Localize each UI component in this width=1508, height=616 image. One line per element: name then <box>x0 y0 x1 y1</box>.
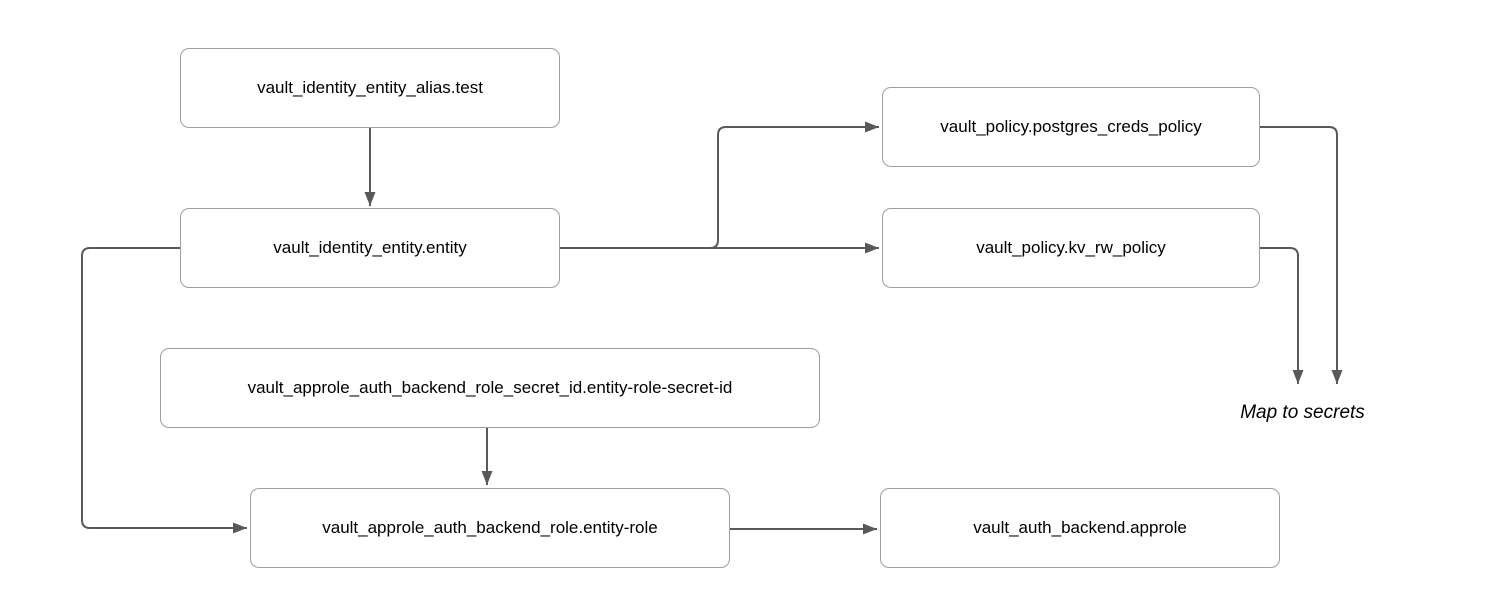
node-vault-approle-backend-role: vault_approle_auth_backend_role.entity-r… <box>250 488 730 568</box>
node-vault-policy-postgres-creds: vault_policy.postgres_creds_policy <box>882 87 1260 167</box>
map-to-secrets-annotation: Map to secrets <box>1240 402 1365 423</box>
node-vault-policy-kv-rw: vault_policy.kv_rw_policy <box>882 208 1260 288</box>
node-label: vault_policy.postgres_creds_policy <box>940 116 1202 136</box>
node-label: vault_approle_auth_backend_role.entity-r… <box>322 517 658 537</box>
edge-policy-kv-to-secrets <box>1260 247 1304 384</box>
node-vault-identity-entity-alias: vault_identity_entity_alias.test <box>180 48 560 128</box>
node-label: vault_policy.kv_rw_policy <box>976 237 1166 257</box>
node-vault-approle-role-secret-id: vault_approle_auth_backend_role_secret_i… <box>160 348 820 428</box>
node-label: vault_identity_entity.entity <box>273 237 467 257</box>
node-vault-auth-backend-approle: vault_auth_backend.approle <box>880 488 1280 568</box>
node-label: vault_approle_auth_backend_role_secret_i… <box>247 377 733 397</box>
node-label: vault_auth_backend.approle <box>973 517 1187 537</box>
edge-policy-postgres-to-secrets <box>1260 126 1343 384</box>
edge-entity-to-policy-postgres <box>560 121 879 249</box>
node-vault-identity-entity: vault_identity_entity.entity <box>180 208 560 288</box>
node-label: vault_identity_entity_alias.test <box>257 77 483 97</box>
